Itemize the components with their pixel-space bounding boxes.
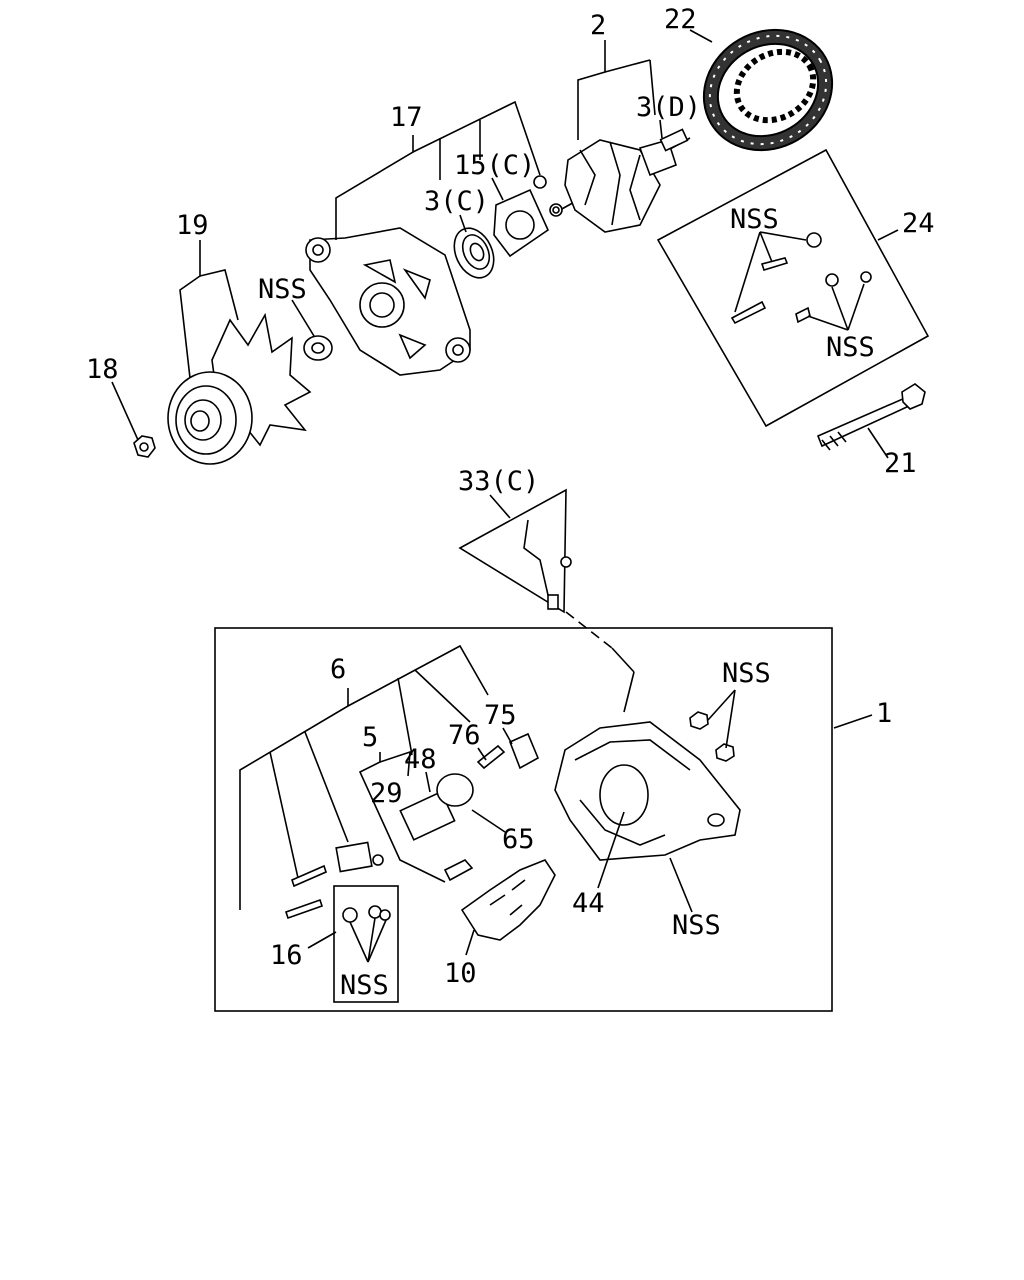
label-15c: 15(C) xyxy=(454,150,535,181)
rear-housing-part xyxy=(554,721,741,861)
label-nss-spacer: NSS xyxy=(258,274,307,305)
label-nss-nuts: NSS xyxy=(722,658,771,689)
lead-wire-33c xyxy=(458,488,572,614)
label-17: 17 xyxy=(390,102,423,133)
fan-pulley-part xyxy=(167,312,312,465)
label-5: 5 xyxy=(362,722,378,753)
pulley-nut-part xyxy=(133,435,156,458)
label-75: 75 xyxy=(484,700,517,731)
label-nss-bag-bottom: NSS xyxy=(826,332,875,363)
label-24: 24 xyxy=(902,208,935,239)
regulator-parts xyxy=(284,732,540,920)
label-nss-housing: NSS xyxy=(672,910,721,941)
rotor-part xyxy=(549,128,691,233)
bearing-part xyxy=(453,227,495,279)
rectifier-part xyxy=(460,859,556,941)
label-nss-bag-top: NSS xyxy=(730,204,779,235)
label-22: 22 xyxy=(664,4,697,35)
bearing-retainer-plate xyxy=(493,175,550,258)
front-frame-part xyxy=(305,227,471,376)
assembly-1-frame xyxy=(214,627,833,1012)
label-48: 48 xyxy=(404,744,437,775)
label-2: 2 xyxy=(590,10,606,41)
label-1: 1 xyxy=(876,698,892,729)
label-nss-screws: NSS xyxy=(340,970,389,1001)
leader-lines xyxy=(111,29,899,963)
stator-part xyxy=(702,28,834,152)
label-65: 65 xyxy=(502,824,535,855)
label-44: 44 xyxy=(572,888,605,919)
label-21: 21 xyxy=(884,448,917,479)
label-10: 10 xyxy=(444,958,477,989)
label-18: 18 xyxy=(86,354,119,385)
label-6: 6 xyxy=(330,654,346,685)
label-19: 19 xyxy=(176,210,209,241)
hardware-bag-24 xyxy=(656,148,930,428)
label-29: 29 xyxy=(370,778,403,809)
housing-nuts-part xyxy=(689,711,735,762)
label-3c: 3(C) xyxy=(424,186,489,217)
spacer-part xyxy=(303,335,333,361)
label-16: 16 xyxy=(270,940,303,971)
through-bolt-part xyxy=(816,383,926,451)
label-3d: 3(D) xyxy=(636,92,701,123)
label-33c: 33(C) xyxy=(458,466,539,497)
callout-labels: 2 22 3(D) 17 15(C) 3(C) 19 24 NSS NSS NS… xyxy=(86,4,935,1001)
label-76: 76 xyxy=(448,720,481,751)
